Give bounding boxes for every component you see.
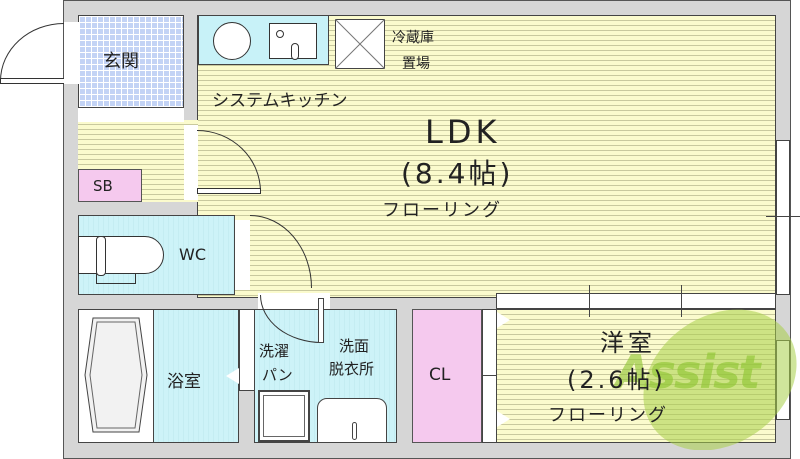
sliding-door-mark-2 (681, 285, 682, 317)
shoe-box-label: SB (93, 177, 113, 195)
laundry-label-1: 洗濯 (259, 342, 290, 360)
washroom-partition (318, 298, 324, 343)
bathroom-label: 浴室 (167, 372, 201, 392)
toilet-label: WC (179, 245, 206, 264)
hallway-strip (78, 108, 184, 122)
faucet-handle-icon (291, 43, 299, 60)
bathroom-door[interactable] (239, 309, 255, 391)
western-room-floor: フローリング (548, 405, 668, 426)
stove-icon (213, 22, 251, 60)
western-room-name: 洋室 (600, 329, 656, 357)
ldk-floor: フローリング (382, 200, 502, 221)
entrance-label: 玄関 (103, 51, 139, 72)
entrance-opening (64, 22, 79, 84)
ldk-name: LDK (425, 113, 501, 151)
watermark-text: Assist (615, 345, 760, 399)
entrance-door[interactable] (0, 23, 64, 81)
western-room-sliding-door[interactable] (496, 293, 776, 309)
entrance (78, 15, 184, 108)
fridge-label-1: 冷蔵庫 (392, 30, 434, 46)
toilet-icon (78, 236, 164, 274)
closet-door-divider (482, 375, 497, 376)
shoe-box[interactable] (78, 169, 142, 202)
washing-pan-inner (263, 395, 305, 437)
fridge-label-2: 置場 (402, 56, 430, 72)
vanity-faucet-icon (352, 422, 357, 440)
closet-door-arrow-2 (497, 411, 510, 427)
ldk-door-leaf (197, 188, 261, 194)
faucet-icon (276, 30, 284, 38)
closet[interactable] (412, 309, 482, 443)
western-room-size: (2.6帖) (567, 366, 666, 394)
kitchen-label: システムキッチン (212, 91, 348, 111)
bath-door-arrow-icon (226, 368, 239, 384)
watermark-logo (620, 300, 800, 451)
washing-pan-icon (258, 390, 310, 442)
wc-door-opening (235, 220, 250, 290)
ldk-window[interactable] (776, 140, 790, 295)
fridge-space-icon (334, 18, 386, 70)
ldk-door-opening (184, 125, 198, 200)
entrance-door-leaf (0, 78, 66, 84)
sliding-door-mark-1 (589, 285, 590, 317)
toilet-base-icon (96, 274, 136, 284)
toilet-tank-icon (96, 236, 106, 276)
laundry-label-2: パン (262, 366, 293, 384)
closet-label: CL (429, 365, 451, 385)
ldk-size: (8.4帖) (401, 157, 514, 190)
closet-door[interactable] (482, 309, 497, 443)
closet-door-arrow-1 (497, 312, 510, 328)
washroom-label-2: 脱衣所 (329, 360, 375, 378)
washroom-label-1: 洗面 (339, 337, 370, 355)
bathtub-basin-icon (83, 316, 149, 434)
window-mark (766, 216, 800, 217)
